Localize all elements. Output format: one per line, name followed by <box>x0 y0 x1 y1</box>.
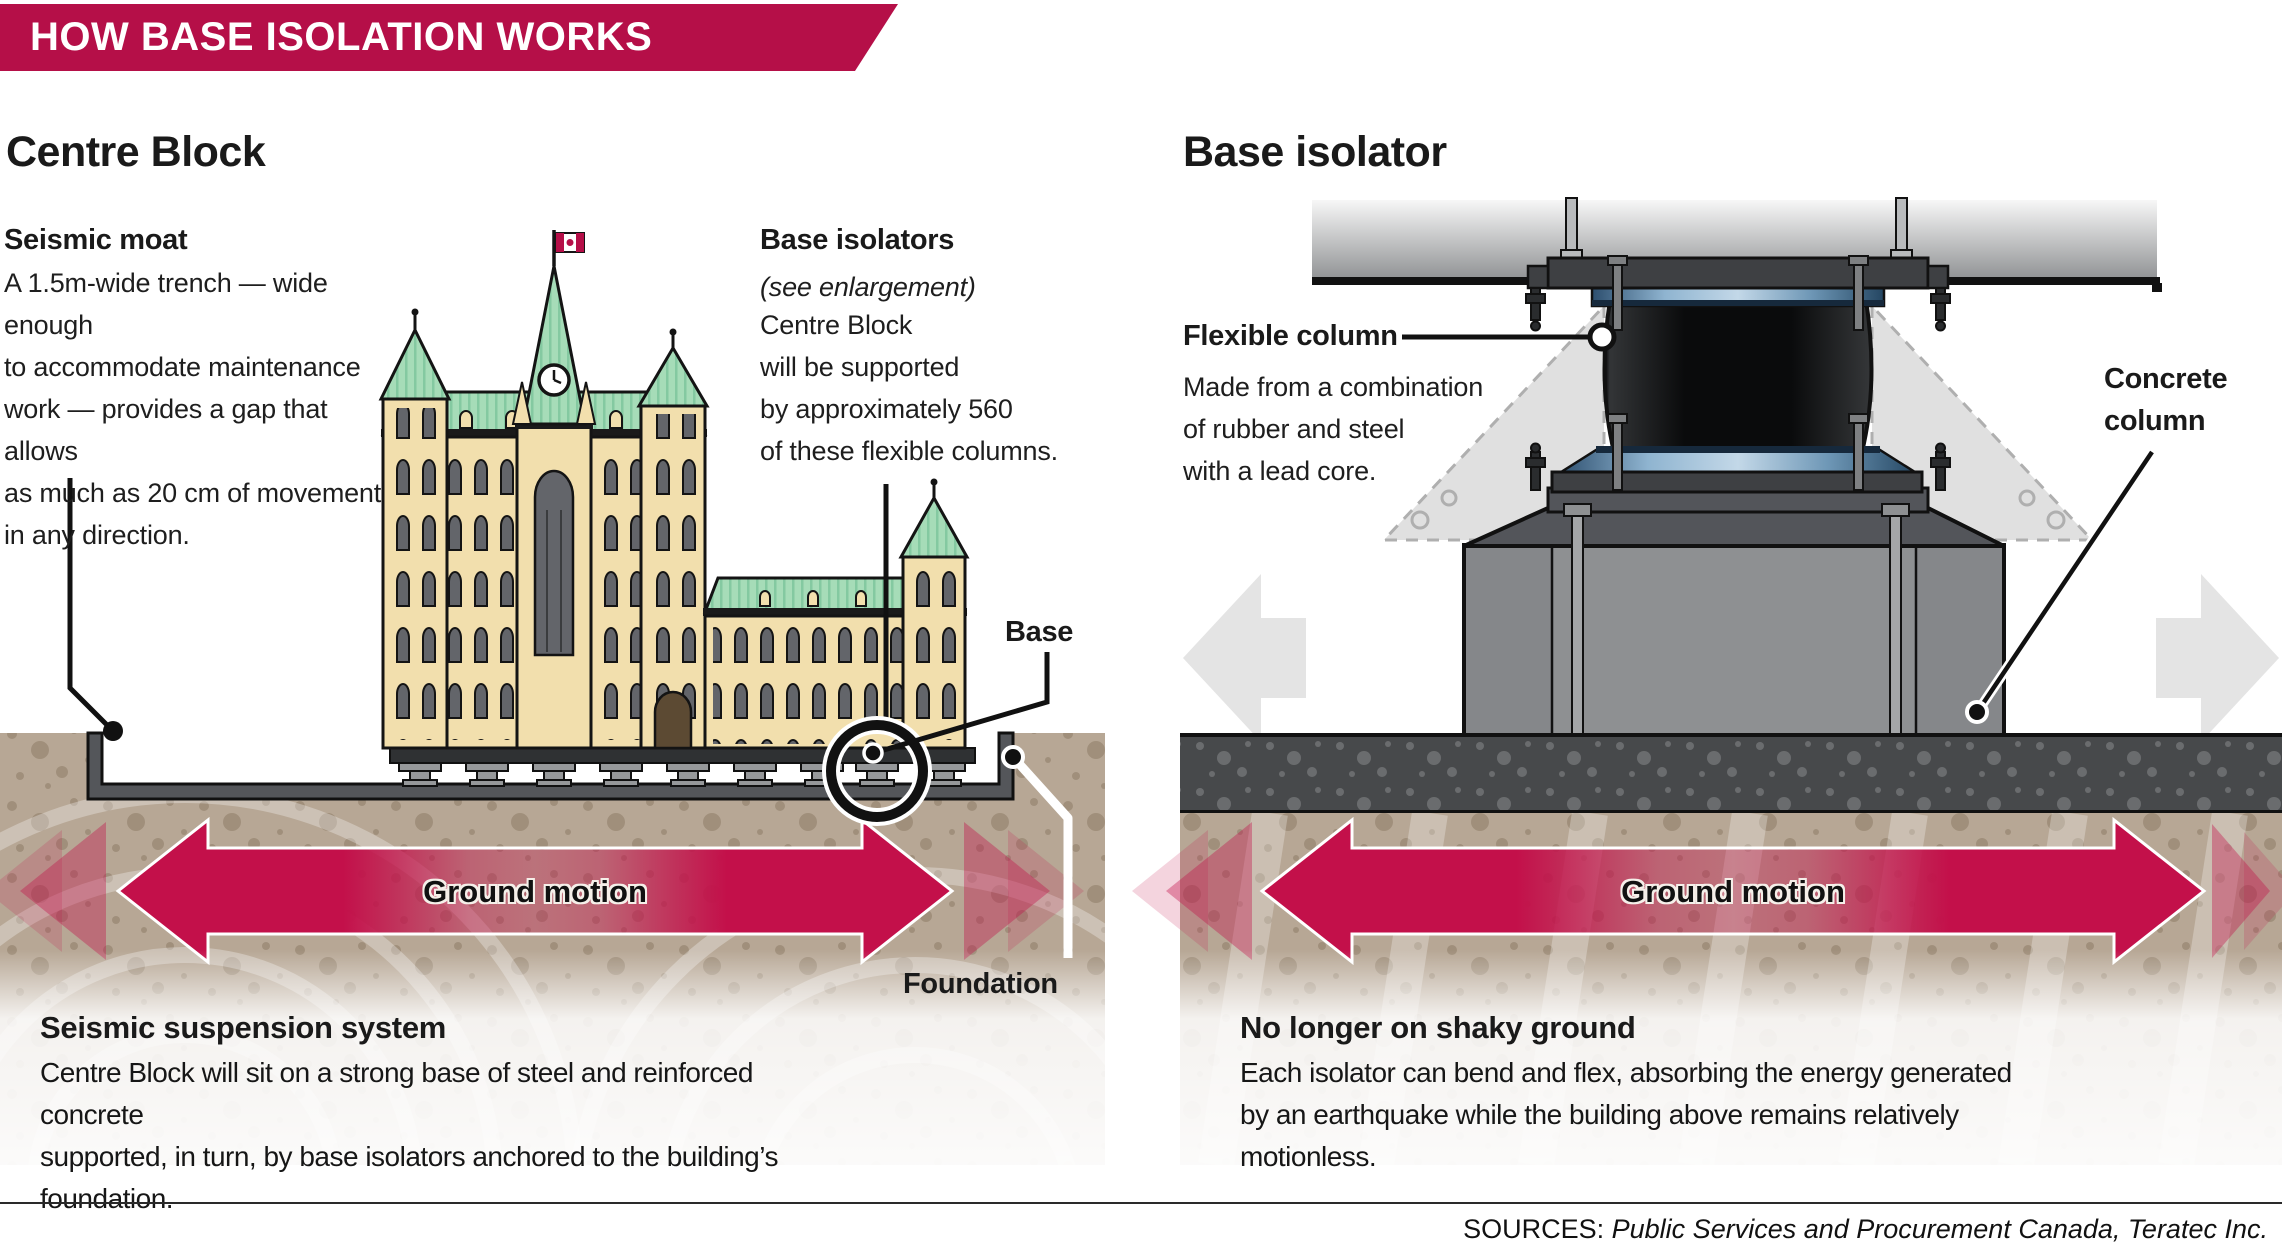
sources-text: Public Services and Procurement Canada, … <box>1611 1214 2268 1244</box>
foundation-band <box>1180 733 2282 814</box>
ground-motion-arrow-right <box>1132 816 2282 966</box>
right-gray-arrow-icon <box>2156 574 2279 742</box>
entrance-door <box>653 690 693 750</box>
concrete-column <box>1462 543 2006 747</box>
base-pointer-line <box>876 652 1050 755</box>
ground-motion-label-right: Ground motion <box>1621 874 1845 909</box>
end-tower-left <box>378 308 452 750</box>
base-isolators-body: Centre Block will be supported by approx… <box>760 310 1058 466</box>
concrete-column-label: Concrete column <box>2104 363 2228 437</box>
mid-pavilion <box>636 328 710 750</box>
flexible-pointer-dot <box>1587 322 1617 352</box>
foundation-label: Foundation <box>903 968 1058 1000</box>
base-pointer-dot <box>862 742 884 764</box>
callout-pointers <box>67 322 2157 958</box>
moat-pointer-line <box>67 478 112 730</box>
base-label: Base <box>1005 616 1074 648</box>
isolator-top-flange <box>1525 255 1951 332</box>
left-footer-heading: Seismic suspension system <box>40 1010 447 1045</box>
ground-motion-arrow-left <box>0 816 1084 966</box>
left-footer-body: Centre Block will sit on a strong base o… <box>40 1057 778 1214</box>
flange-hanging-bolts <box>1525 287 1951 332</box>
title-banner: HOW BASE ISOLATION WORKS <box>0 4 898 71</box>
fade-overlay <box>0 950 2282 1165</box>
canada-flag-icon <box>555 232 585 253</box>
sources-line: SOURCES: Public Services and Procurement… <box>1463 1214 2268 1245</box>
base-isolators-note: (see enlargement) <box>760 272 976 302</box>
isolator-bottom-flange <box>1525 413 1951 494</box>
foundation-pointer-line <box>1009 753 1073 958</box>
parliament-building-illustration <box>378 230 970 750</box>
right-footer-body: Each isolator can bend and flex, absorbi… <box>1240 1057 2012 1172</box>
base-isolators-heading: Base isolators <box>760 224 955 256</box>
footer-divider <box>0 1202 2282 1204</box>
ghost-silhouettes <box>1380 302 2096 542</box>
pedestal-isolators <box>398 762 966 787</box>
flexible-column-heading: Flexible column <box>1183 320 1398 352</box>
tower-spire <box>521 265 587 426</box>
seismic-moat-body: A 1.5m-wide trench — wide enough to acco… <box>4 268 382 550</box>
page-title: HOW BASE ISOLATION WORKS <box>30 15 653 59</box>
right-panel-title: Base isolator <box>1183 128 1447 176</box>
isolator-highlight-ring <box>826 720 928 822</box>
right-wing <box>702 478 970 750</box>
left-gray-arrow-icon <box>1183 574 1306 742</box>
side-motion-arrows <box>1183 574 2279 742</box>
rubber-lead-core-cylinder <box>1602 298 1874 454</box>
flange-through-bolts <box>1607 255 1869 331</box>
peace-tower <box>511 230 597 750</box>
ground-motion-label-left: Ground motion <box>423 874 647 909</box>
seismic-moat-heading: Seismic moat <box>4 224 188 256</box>
moat-pointer-dot <box>103 721 123 741</box>
foundation-pointer-dot <box>1001 745 1025 769</box>
end-tower-right <box>898 478 970 750</box>
concrete-pointer-line <box>1978 450 2154 710</box>
sources-prefix: SOURCES: <box>1463 1214 1612 1244</box>
right-footer-heading: No longer on shaky ground <box>1240 1010 1636 1045</box>
left-panel-title: Centre Block <box>6 128 266 176</box>
concrete-pointer-dot <box>1965 700 1989 724</box>
flexible-column-body: Made from a combination of rubber and st… <box>1183 372 1484 486</box>
